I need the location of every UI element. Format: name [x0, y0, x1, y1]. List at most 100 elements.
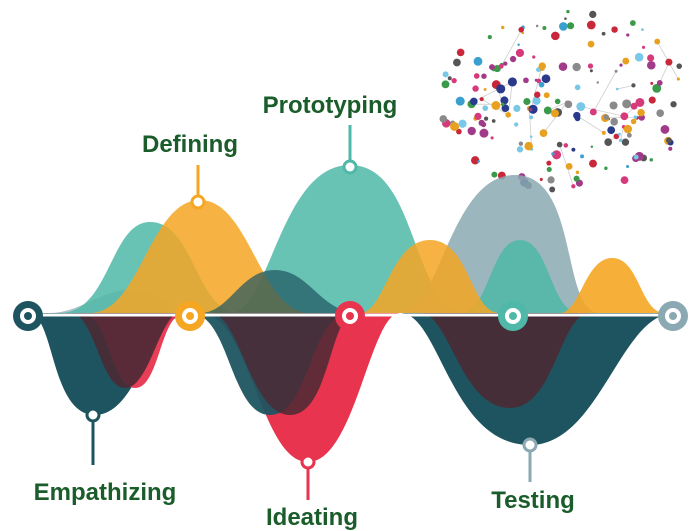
network-node [635, 97, 645, 107]
network-node [473, 56, 483, 66]
network-node [587, 40, 595, 48]
network-node [563, 143, 569, 148]
network-node [547, 176, 555, 184]
network-node [482, 105, 489, 111]
network-node [551, 152, 555, 156]
network-node [589, 69, 593, 73]
network-node [496, 84, 506, 94]
network-node [574, 84, 581, 91]
network-node [615, 87, 619, 91]
network-node [614, 69, 618, 73]
network-node [676, 77, 680, 81]
network-node [543, 106, 552, 115]
network-node [479, 128, 489, 138]
network-node [532, 96, 541, 105]
network-node [565, 162, 573, 170]
network-node [509, 55, 517, 63]
network-node [491, 171, 498, 178]
network-node [500, 102, 505, 107]
network-node [538, 81, 545, 88]
network-node [558, 62, 568, 71]
network-node [637, 108, 645, 117]
network-node [634, 52, 644, 62]
network-node [551, 31, 560, 41]
network-node [487, 35, 492, 40]
network-node [483, 116, 489, 121]
network-node [439, 115, 448, 123]
network-node [550, 109, 559, 118]
network-node [543, 92, 550, 99]
network-node [447, 76, 452, 81]
ideating-peak-dot [300, 454, 316, 470]
network-node [573, 111, 581, 120]
network-node [587, 63, 594, 69]
network-node [524, 141, 533, 151]
overlap-left [70, 313, 180, 388]
defining-wave-small [360, 240, 500, 313]
network-node [532, 55, 536, 59]
network-node [652, 83, 662, 93]
network-node [631, 83, 636, 88]
network-node [567, 22, 575, 30]
network-node [621, 138, 630, 146]
overlap-right [420, 313, 590, 408]
network-node [573, 175, 580, 182]
node-start [13, 301, 43, 331]
network-node [451, 77, 457, 84]
network-node [498, 63, 504, 69]
network-node [596, 81, 599, 84]
network-link [617, 85, 634, 90]
network-node [453, 58, 461, 67]
network-node [501, 104, 510, 112]
network-node [564, 100, 573, 109]
network-node [470, 156, 480, 165]
network-link [530, 67, 542, 110]
network-node [539, 129, 548, 138]
network-node [505, 112, 511, 118]
network-node [515, 48, 525, 58]
network-node [529, 108, 533, 112]
network-node [552, 150, 562, 160]
network-node [518, 141, 524, 146]
network-node [580, 154, 584, 159]
testing-peak-dot [522, 437, 538, 453]
network-node [654, 38, 661, 45]
network-link [659, 62, 670, 84]
network-node [604, 138, 613, 146]
network-node [603, 114, 610, 120]
network-node [618, 138, 623, 143]
network-node [455, 96, 465, 106]
network-node [586, 20, 596, 30]
network-node [620, 176, 629, 185]
network-link [543, 102, 568, 134]
network-node [477, 160, 480, 163]
network-node [571, 184, 576, 189]
network-link [593, 71, 617, 113]
network-node [539, 177, 543, 181]
network-node [626, 33, 630, 37]
network-node [536, 78, 542, 84]
network-node [650, 81, 654, 85]
network-node [507, 77, 517, 87]
network-node [649, 158, 653, 162]
network-node [503, 61, 508, 66]
network-cloud-icon [439, 9, 683, 193]
network-link [576, 115, 605, 134]
prototyping-wave-small [460, 240, 580, 313]
network-node [622, 57, 630, 65]
network-node [513, 104, 521, 113]
network-node [500, 96, 509, 105]
network-node [566, 9, 570, 14]
network-node [641, 28, 644, 32]
network-node [604, 166, 608, 170]
label-defining: Defining [142, 131, 238, 158]
network-link [605, 116, 636, 119]
network-link [620, 126, 625, 141]
network-node [549, 186, 556, 193]
network-node [670, 101, 677, 108]
network-node [514, 122, 519, 127]
network-node [523, 77, 529, 84]
network-node [620, 112, 629, 121]
network-node [469, 97, 478, 106]
network-node [480, 121, 487, 128]
